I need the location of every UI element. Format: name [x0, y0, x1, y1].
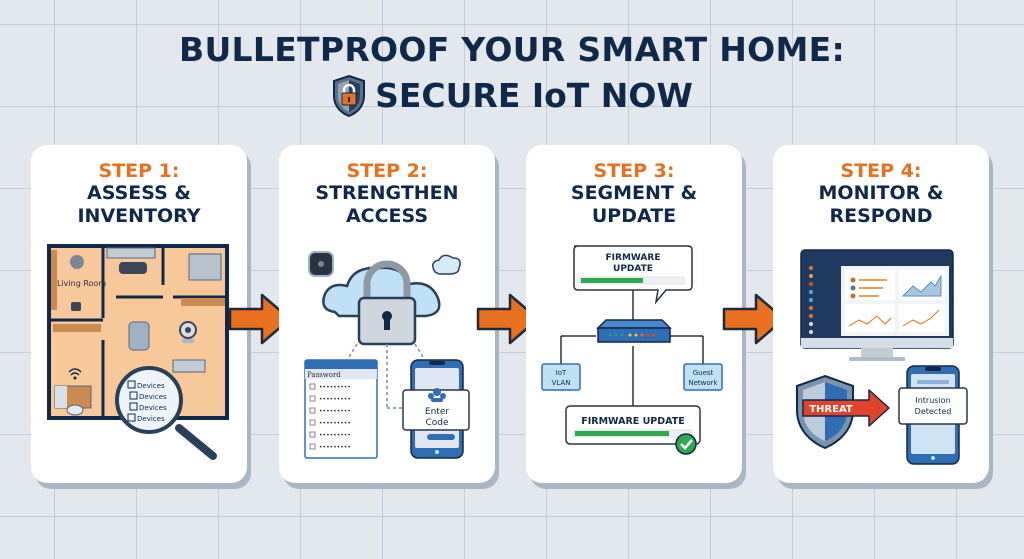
step-label: STEP 1: [98, 160, 180, 182]
svg-text:•••••••••: ••••••••• [319, 444, 351, 451]
svg-text:Devices: Devices [137, 382, 165, 390]
step-card-4: STEP 4: MONITOR & RESPOND [773, 145, 989, 483]
svg-text:Devices: Devices [139, 393, 167, 401]
cloud-lock-icon: Password ••••••••• ••••••••• ••••••••• •… [304, 251, 470, 459]
arrow-right-icon [228, 293, 292, 345]
title-line-2-wrap: SECURE IoT NOW [331, 74, 693, 118]
step-heading-line1: MONITOR & [818, 182, 944, 204]
arrow-right-icon [476, 293, 540, 345]
network-segment-diagram: FIRMWARE UPDATE IoT VLAN Guest Network [541, 245, 723, 455]
arrow-right-icon [722, 293, 786, 345]
svg-text:FIRMWARE: FIRMWARE [606, 253, 661, 263]
svg-text:Password: Password [307, 371, 341, 379]
step-card-2: STEP 2: STRENGTHEN ACCESS Password •••••… [279, 145, 495, 483]
shield-lock-icon [333, 74, 366, 118]
svg-text:Detected: Detected [915, 407, 952, 416]
step-card-1: STEP 1: ASSESS & INVENTORY Living Room [31, 145, 247, 483]
step-label: STEP 3: [593, 160, 675, 182]
svg-text:Guest: Guest [693, 369, 714, 377]
svg-text:FIRMWARE UPDATE: FIRMWARE UPDATE [581, 416, 684, 427]
svg-text:VLAN: VLAN [552, 379, 571, 387]
step-heading-line1: ASSESS & [87, 182, 191, 204]
svg-text:Devices: Devices [139, 404, 167, 412]
svg-text:•••••••••: ••••••••• [319, 396, 351, 403]
svg-text:UPDATE: UPDATE [613, 264, 653, 274]
step-heading-line2: RESPOND [829, 205, 933, 227]
monitor-dashboard-icon: Intrusion Detected THREAT [796, 249, 968, 465]
svg-text:IoT: IoT [556, 369, 567, 377]
step-heading-line2: INVENTORY [77, 205, 201, 227]
svg-text:•••••••••: ••••••••• [319, 432, 351, 439]
svg-text:Code: Code [425, 418, 449, 428]
step-heading-line2: ACCESS [345, 205, 429, 227]
step-heading-line2: UPDATE [591, 205, 677, 227]
svg-text:Living Room: Living Room [57, 279, 106, 288]
step-label: STEP 4: [840, 160, 922, 182]
step-label: STEP 2: [346, 160, 428, 182]
page-title: BULLETPROOF YOUR SMART HOME: SECURE IoT … [0, 30, 1024, 122]
title-line-2: SECURE IoT NOW [375, 76, 693, 115]
svg-text:Network: Network [688, 379, 718, 387]
svg-text:THREAT: THREAT [809, 404, 853, 415]
step-heading-line1: STRENGTHEN [315, 182, 459, 204]
step-card-3: STEP 3: SEGMENT & UPDATE FIRMWARE UPDATE… [526, 145, 742, 483]
svg-text:•••••••••: ••••••••• [319, 420, 351, 427]
svg-text:•••••••••: ••••••••• [319, 408, 351, 415]
title-line-1: BULLETPROOF YOUR SMART HOME: [179, 30, 845, 69]
svg-text:Devices: Devices [137, 415, 165, 423]
floor-plan-icon: Living Room Devices Devices Devices Devi… [47, 244, 229, 460]
svg-text:Intrusion: Intrusion [915, 396, 950, 405]
step-heading-line1: SEGMENT & [570, 182, 698, 204]
svg-text:•••••••••: ••••••••• [319, 384, 351, 391]
svg-text:Enter: Enter [425, 407, 449, 417]
